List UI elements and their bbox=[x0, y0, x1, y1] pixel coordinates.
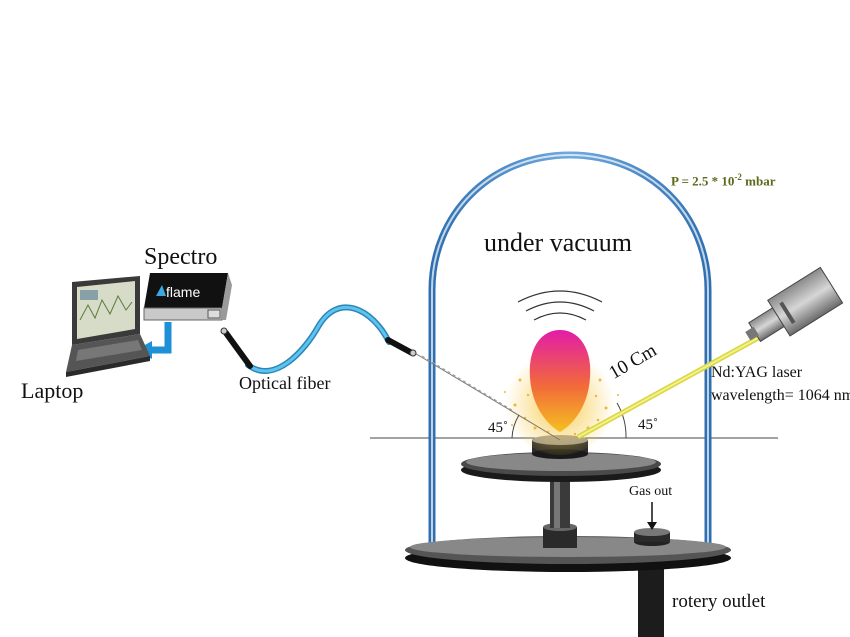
under-vacuum-label: under vacuum bbox=[484, 228, 633, 257]
target-stage bbox=[461, 452, 661, 482]
data-transfer-arrow bbox=[150, 322, 172, 354]
optical-fiber-cable bbox=[220, 304, 417, 374]
right-angle-label: 45˚ bbox=[638, 417, 658, 433]
rotary-outlet-pipe bbox=[638, 560, 664, 637]
fiber-collection-line bbox=[412, 351, 561, 441]
spectrometer-brand-logo: flame bbox=[166, 284, 200, 300]
vacuum-chamber-dome bbox=[428, 151, 712, 548]
laser-beam bbox=[576, 335, 760, 440]
pressure-label: P = 2.5 * 10-2 mbar bbox=[671, 172, 776, 189]
plasma-plume bbox=[529, 330, 591, 432]
laptop-computer bbox=[66, 276, 150, 377]
spectro-label: Spectro bbox=[144, 244, 218, 270]
gas-out-label: Gas out bbox=[629, 484, 673, 499]
laptop-label: Laptop bbox=[21, 378, 84, 403]
left-angle-label: 45˚ bbox=[488, 420, 508, 436]
spectrometer-device: flame bbox=[143, 273, 232, 321]
right-angle-arc bbox=[616, 402, 627, 439]
nd-yag-laser-head bbox=[745, 266, 844, 343]
rotary-outlet-label: rotery outlet bbox=[672, 591, 766, 612]
emission-waves bbox=[517, 290, 603, 321]
laser-wavelength-label: wavelength= 1064 nm bbox=[711, 387, 850, 404]
gas-out-port bbox=[634, 502, 670, 546]
laser-name-label: Nd:YAG laser bbox=[711, 364, 803, 381]
optical-fiber-label: Optical fiber bbox=[239, 373, 331, 393]
left-angle-arc bbox=[511, 414, 520, 439]
target-holder-column bbox=[543, 478, 577, 548]
